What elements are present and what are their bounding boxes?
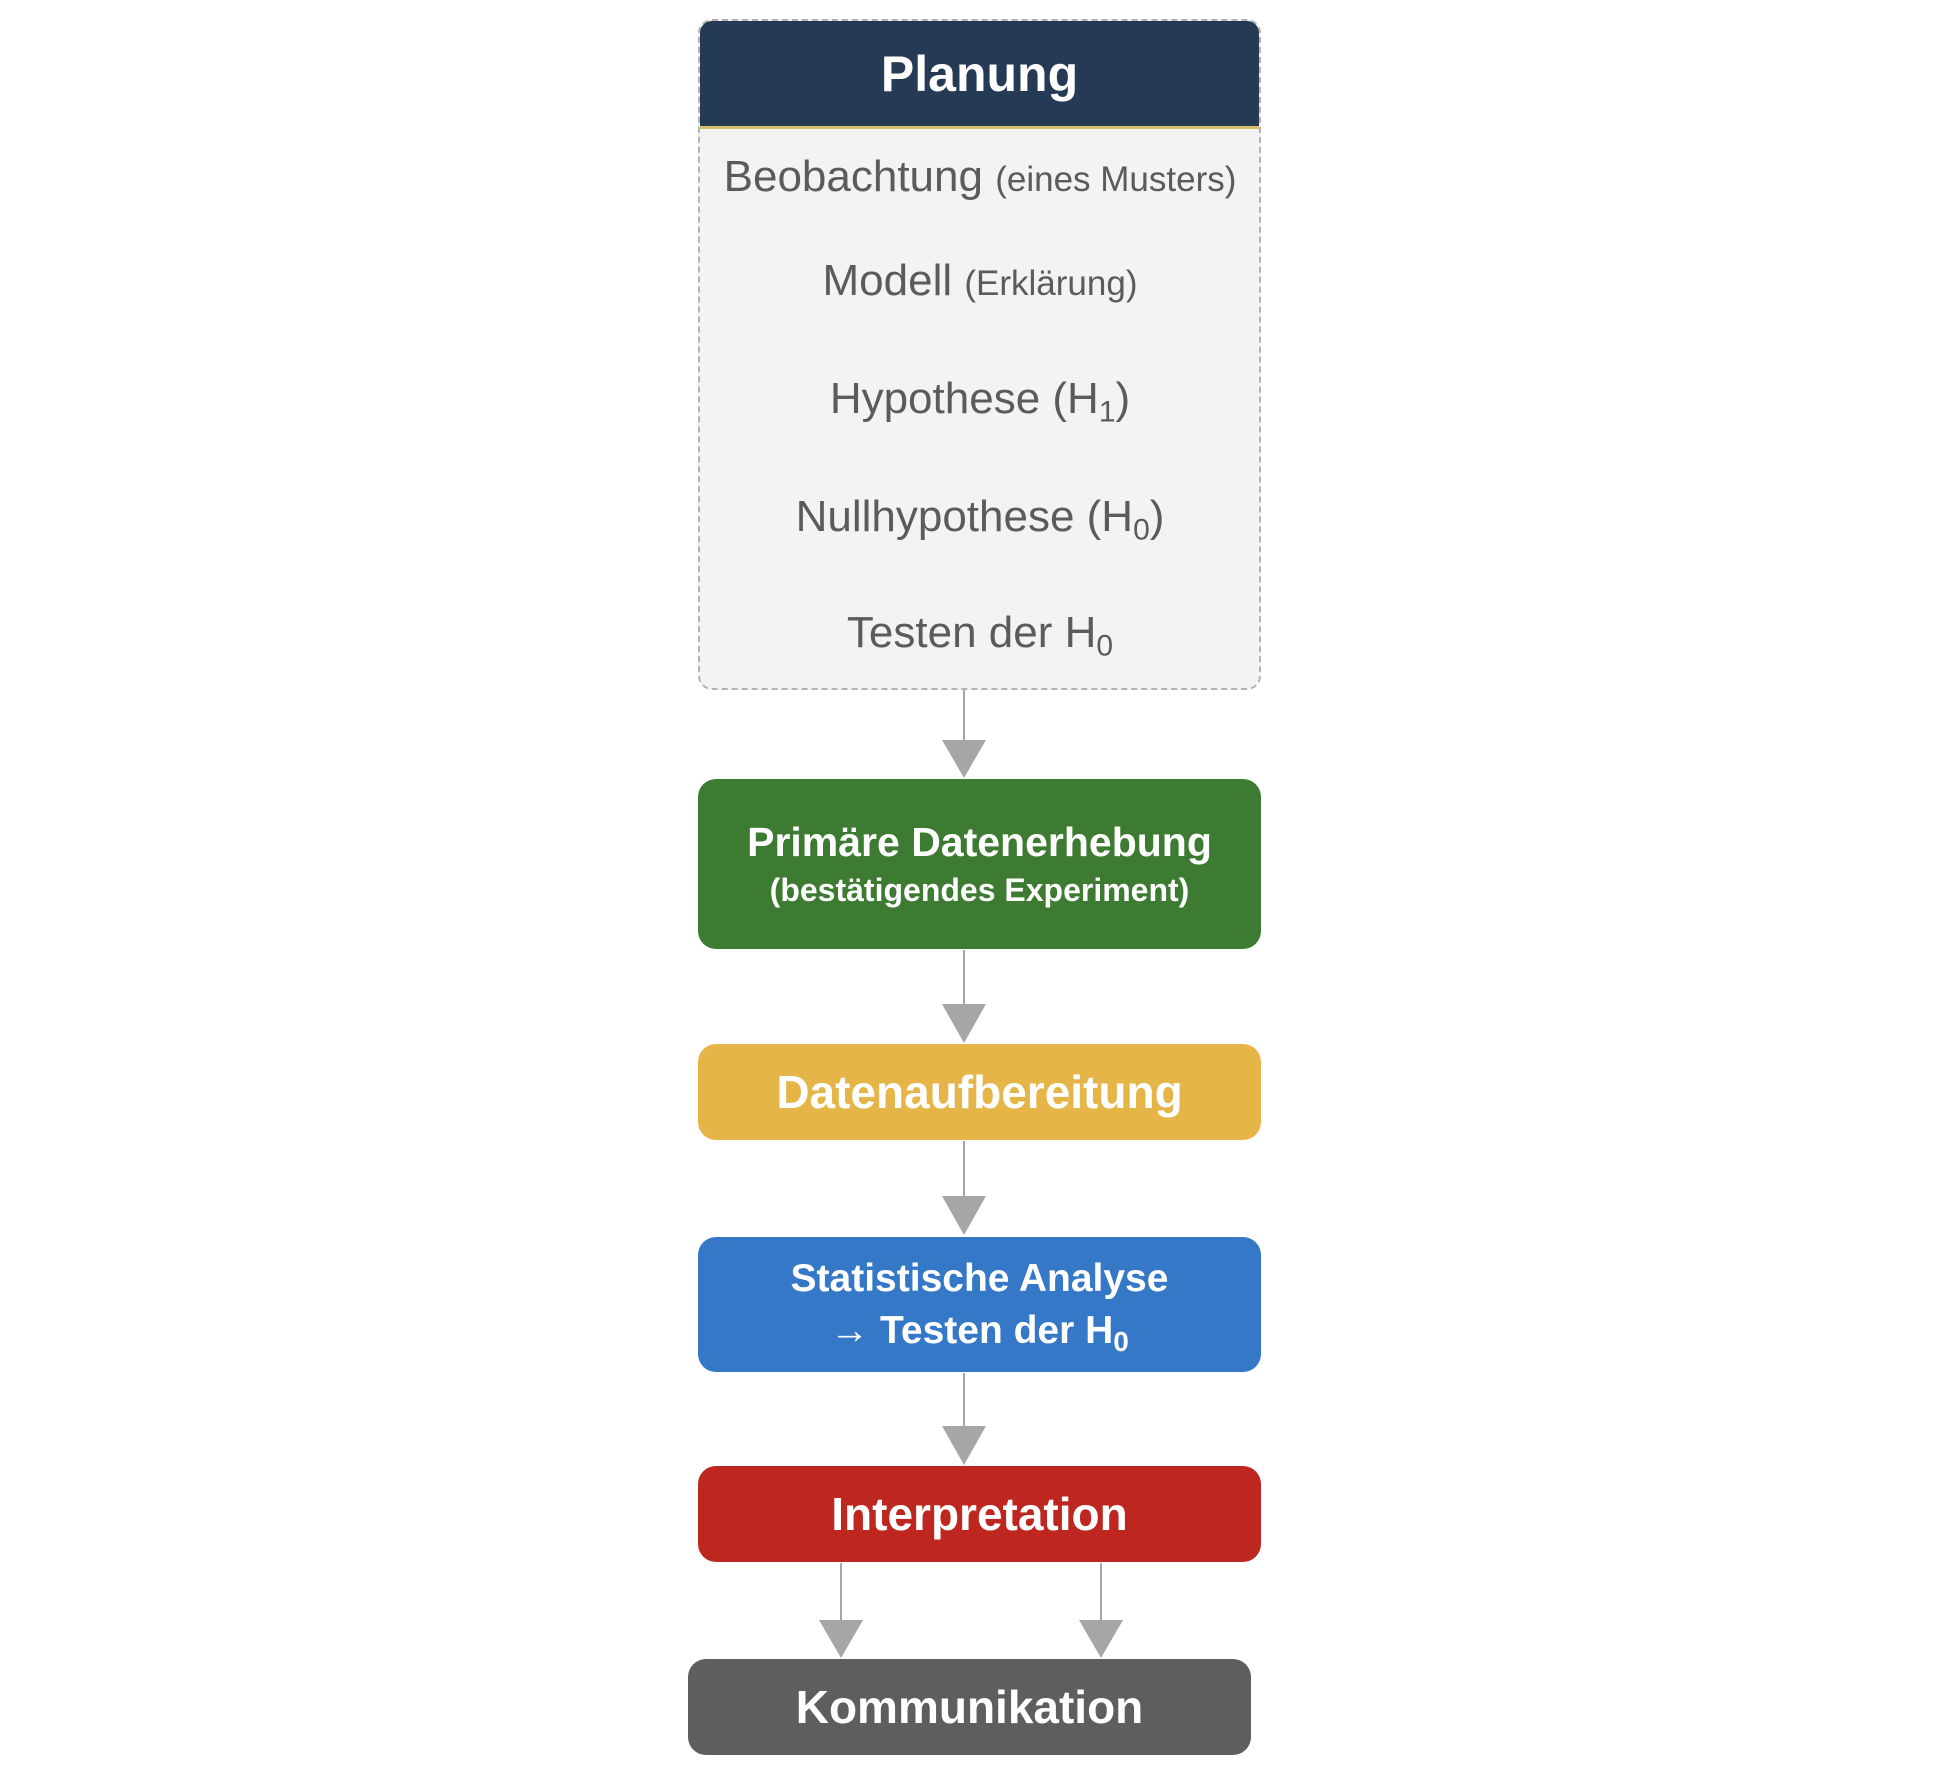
interpretation-title: Interpretation xyxy=(831,1488,1128,1540)
step-testen: Testen der H0 xyxy=(0,608,1954,661)
step-beobachtung-note: (eines Musters) xyxy=(995,160,1237,199)
analysis-title: Statistische Analyse xyxy=(790,1256,1169,1300)
step-testen-label: Testen der H xyxy=(846,608,1097,657)
data-collection-subtitle: (bestätigendes Experiment) xyxy=(769,872,1190,908)
data-preparation-box: Datenaufbereitung xyxy=(698,1044,1261,1140)
step-testen-subscript: 0 xyxy=(1096,629,1114,663)
communication-title: Kommunikation xyxy=(795,1681,1144,1733)
arrow-interpretation-to-kommunikation-right xyxy=(1079,1563,1123,1658)
data-collection-title: Primäre Datenerhebung xyxy=(747,819,1212,865)
step-hypothese-subscript: 1 xyxy=(1098,395,1116,429)
step-beobachtung: Beobachtung (eines Musters) xyxy=(0,152,1954,202)
step-nullhypothese-label: Nullhypothese (H xyxy=(795,492,1134,541)
arrow-interpretation-to-kommunikation-left xyxy=(819,1563,863,1658)
step-beobachtung-label: Beobachtung xyxy=(723,152,983,201)
analysis-line2-text: → Testen der H xyxy=(830,1308,1114,1352)
arrow-datenerhebung-to-aufbereitung xyxy=(942,950,986,1043)
step-nullhypothese-subscript: 0 xyxy=(1133,513,1150,547)
step-modell-label: Modell xyxy=(822,256,953,305)
step-modell: Modell (Erklärung) xyxy=(0,256,1954,306)
data-collection-box: Primäre Datenerhebung (bestätigendes Exp… xyxy=(698,779,1261,949)
arrow-analyse-to-interpretation xyxy=(942,1373,986,1465)
communication-box: Kommunikation xyxy=(688,1659,1251,1755)
step-nullhypothese-tail: ) xyxy=(1149,492,1165,541)
analysis-line2: → Testen der H0 xyxy=(830,1305,1129,1357)
planning-panel: Planung xyxy=(698,19,1261,690)
data-preparation-title: Datenaufbereitung xyxy=(776,1066,1183,1118)
step-nullhypothese: Nullhypothese (H0) xyxy=(0,492,1954,545)
step-hypothese-label: Hypothese (H xyxy=(829,374,1099,423)
analysis-line2-subscript: 0 xyxy=(1113,1325,1129,1357)
step-hypothese-tail: ) xyxy=(1115,374,1131,423)
step-modell-note: (Erklärung) xyxy=(964,264,1138,303)
step-hypothese: Hypothese (H1) xyxy=(0,374,1954,427)
planning-header: Planung xyxy=(700,21,1259,129)
planning-title: Planung xyxy=(880,45,1079,102)
analysis-box: Statistische Analyse → Testen der H0 xyxy=(698,1237,1261,1372)
arrow-aufbereitung-to-analyse xyxy=(942,1141,986,1235)
interpretation-box: Interpretation xyxy=(698,1466,1261,1562)
